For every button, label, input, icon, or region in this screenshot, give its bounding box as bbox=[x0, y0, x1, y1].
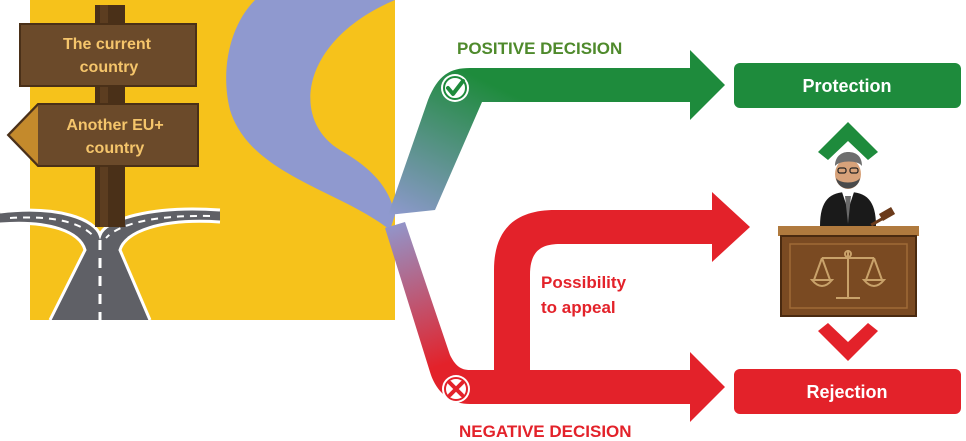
cross-circle-icon bbox=[442, 375, 470, 403]
sign-current-country: The current country bbox=[19, 23, 197, 87]
check-circle-icon bbox=[441, 74, 469, 102]
negative-decision-label: NEGATIVE DECISION bbox=[459, 422, 632, 441]
positive-decision-arrow bbox=[388, 50, 725, 215]
appeal-label-line1: Possibility bbox=[541, 273, 627, 292]
protection-label: Protection bbox=[802, 76, 891, 96]
judge-icon bbox=[820, 152, 896, 227]
decision-curve-band-fill bbox=[226, 0, 395, 230]
positive-decision-label: POSITIVE DECISION bbox=[457, 39, 622, 58]
sign-another-country-line1: Another EU+ bbox=[66, 117, 163, 134]
rejection-label: Rejection bbox=[806, 382, 887, 402]
negative-decision-arrow bbox=[385, 222, 725, 422]
sign-current-country-line2: country bbox=[80, 59, 139, 76]
road-icon bbox=[0, 207, 221, 321]
appeal-label-line2: to appeal bbox=[541, 298, 616, 317]
appeal-arrow bbox=[494, 192, 750, 370]
sign-another-country: Another EU+ country bbox=[6, 103, 199, 167]
chevron-down-icon bbox=[818, 323, 878, 361]
sign-current-country-line1: The current bbox=[63, 36, 152, 53]
protection-box: Protection bbox=[734, 63, 961, 108]
scales-of-justice-icon bbox=[809, 250, 887, 299]
sign-another-country-line2: country bbox=[86, 140, 145, 157]
signpost-icon: The current country Another EU+ country bbox=[6, 5, 199, 227]
chevron-up-icon bbox=[818, 122, 878, 160]
rejection-box: Rejection bbox=[734, 369, 961, 414]
